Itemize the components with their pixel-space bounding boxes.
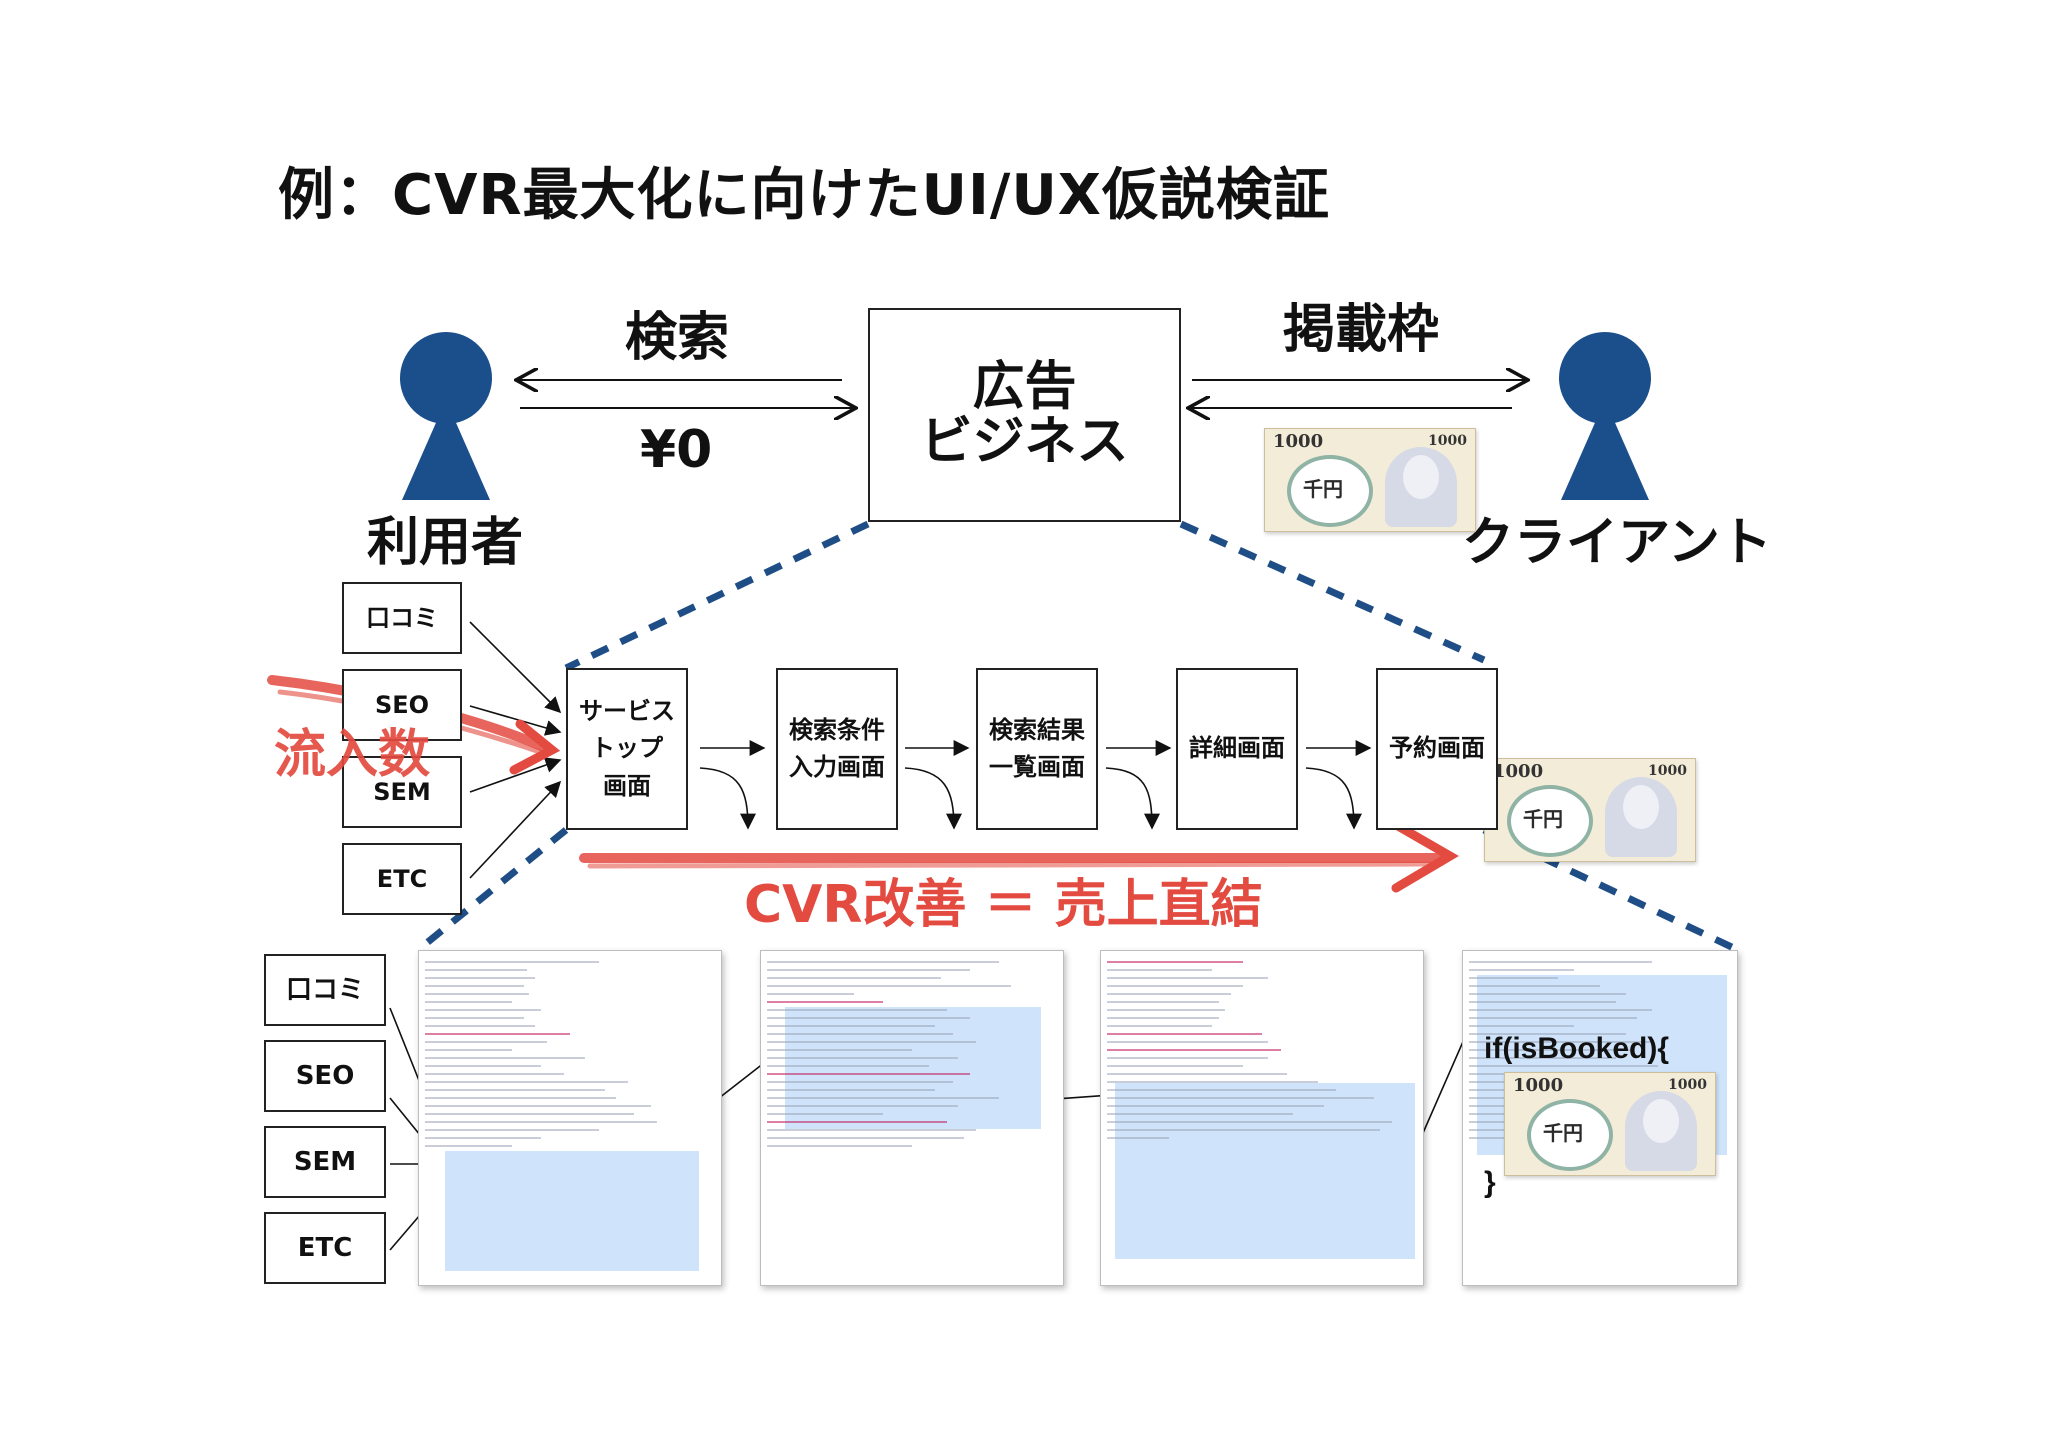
code-screenshot-search-input	[760, 950, 1064, 1286]
code-source-etc: ETC	[264, 1212, 386, 1284]
if-close-brace: }	[1484, 1166, 1496, 1199]
source-arrows	[469, 621, 562, 879]
price-label: ¥0	[640, 420, 713, 480]
step-search-input: 検索条件 入力画面	[776, 668, 898, 830]
source-seo: SEO	[342, 669, 462, 741]
code-screenshot-search-results	[1100, 950, 1424, 1286]
ad-business-box: 広告 ビジネス	[868, 308, 1181, 522]
source-kuchikomi: 口コミ	[342, 582, 462, 654]
code-screenshot-service-top	[418, 950, 722, 1286]
code-source-kuchikomi: 口コミ	[264, 954, 386, 1026]
user-label: 利用者	[367, 513, 524, 573]
search-label: 検索	[625, 308, 730, 368]
step-search-results: 検索結果 一覧画面	[976, 668, 1098, 830]
source-sem: SEM	[342, 756, 462, 828]
cvr-red-arrow	[579, 821, 1459, 893]
if-booked-code-label: if(isBooked){	[1484, 1032, 1670, 1065]
client-label: クライアント	[1462, 513, 1772, 573]
source-etc: ETC	[342, 843, 462, 915]
step-detail: 詳細画面	[1176, 668, 1298, 830]
client-person-icon	[1559, 332, 1651, 500]
step-arrows	[699, 740, 1372, 830]
placement-label: 掲載枠	[1283, 300, 1440, 360]
cvr-label: CVR改善 ＝ 売上直結	[744, 875, 1263, 935]
page-title: 例：CVR最大化に向けたUI/UX仮説検証	[278, 163, 1330, 228]
step-service-top: サービス トップ 画面	[566, 668, 688, 830]
code-source-sem: SEM	[264, 1126, 386, 1198]
code-source-seo: SEO	[264, 1040, 386, 1112]
user-person-icon	[400, 332, 492, 500]
inflow-label: 流入数	[274, 725, 431, 785]
step-booking: 予約画面	[1376, 668, 1498, 830]
